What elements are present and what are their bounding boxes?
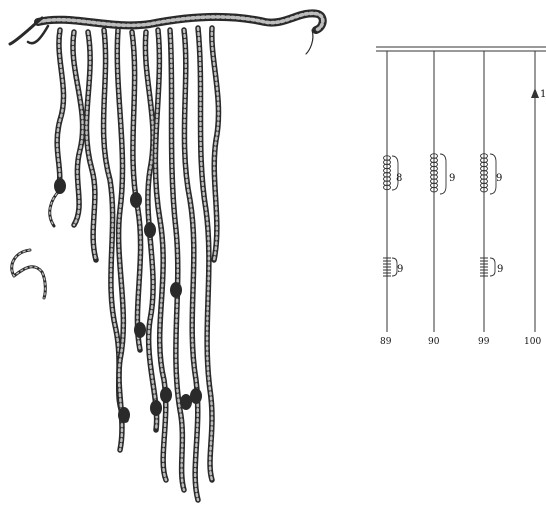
cord-knot xyxy=(170,282,182,298)
knot-cluster xyxy=(383,258,391,276)
cord-number-label: 99 xyxy=(478,337,490,347)
knot-count-label: 9 xyxy=(496,173,502,184)
knot-count-label: 9 xyxy=(449,173,455,184)
cord-knot xyxy=(130,192,142,208)
pendant-cord xyxy=(132,32,141,350)
cord-number-label: 100 xyxy=(524,337,541,347)
cord-knot xyxy=(118,407,130,423)
cord-number-label: 89 xyxy=(380,337,392,347)
diagram-cord: 1 100 xyxy=(524,51,546,347)
diagram-cord: 9 9 99 xyxy=(478,51,503,347)
cord-loose-end xyxy=(306,30,313,54)
diagram-cord: 8 9 89 xyxy=(380,51,403,347)
cord-knot xyxy=(160,387,172,403)
cord-number-label: 90 xyxy=(428,337,440,347)
cord-knot xyxy=(144,222,156,238)
knot-marker xyxy=(531,88,539,98)
pendant-cord xyxy=(104,30,126,420)
diagram-cord: 9 90 xyxy=(428,51,455,347)
cord-knot xyxy=(190,388,202,404)
cord-knot xyxy=(134,322,146,338)
cord-knot xyxy=(54,178,66,194)
knot-count-label: 1 xyxy=(540,89,546,100)
cord-knot xyxy=(150,400,162,416)
knot-count-label: 9 xyxy=(497,264,503,275)
knot-diagram: 8 9 89 9 90 9 9 99 1 xyxy=(376,47,546,347)
quipu-pendant-cords xyxy=(12,28,219,500)
pendant-cord-twist xyxy=(170,30,184,490)
quipu-illustration xyxy=(10,13,323,500)
knot-cluster xyxy=(480,258,488,276)
knot-count-label: 9 xyxy=(397,264,403,275)
knot-count-label: 8 xyxy=(396,173,402,184)
